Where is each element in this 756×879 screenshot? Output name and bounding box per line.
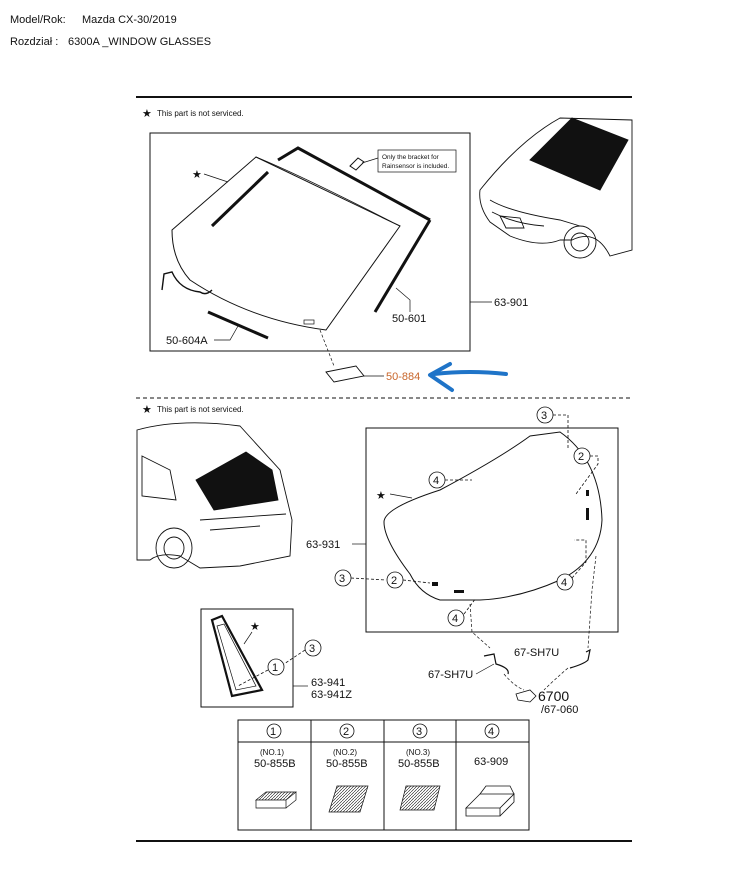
svg-text:3: 3 xyxy=(416,726,422,738)
svg-text:(NO.3): (NO.3) xyxy=(406,748,430,757)
legend-cell-4: 4 63-909 xyxy=(465,723,515,817)
svg-text:50-855B: 50-855B xyxy=(398,758,440,770)
svg-text:50-855B: 50-855B xyxy=(326,758,368,770)
label-50-884: 50-884 xyxy=(386,371,420,383)
label-67-sh7u-right: 67-SH7U xyxy=(514,647,559,659)
windshield-frame xyxy=(149,132,471,352)
windshield-glass xyxy=(171,156,401,331)
front-car-illustration xyxy=(479,117,633,259)
svg-text:3: 3 xyxy=(339,573,345,585)
label-63-901: 63-901 xyxy=(494,297,528,309)
svg-text:4: 4 xyxy=(488,726,494,738)
svg-text:(NO.1): (NO.1) xyxy=(260,748,284,757)
label-6700: 6700 xyxy=(538,688,569,704)
svg-text:2: 2 xyxy=(343,726,349,738)
rear-glass-frame xyxy=(365,427,619,633)
label-63-941z: 63-941Z xyxy=(311,689,352,701)
legend-table xyxy=(237,719,530,831)
svg-text:2: 2 xyxy=(391,575,397,587)
svg-text:1: 1 xyxy=(270,726,276,738)
molding-lower xyxy=(207,310,269,340)
model-key: Model/Rok: xyxy=(10,14,66,26)
quarter-glass xyxy=(210,614,264,698)
svg-text:3: 3 xyxy=(309,643,315,655)
star-icon: ★ xyxy=(142,108,152,120)
rear-car-illustration xyxy=(136,422,293,569)
section-value: 6300A _WINDOW GLASSES xyxy=(68,36,212,48)
svg-text:3: 3 xyxy=(541,410,547,422)
svg-text:63-909: 63-909 xyxy=(474,756,508,768)
harness-left-icon xyxy=(483,653,509,675)
sensor-wire xyxy=(161,271,213,295)
windshield-inner xyxy=(255,156,393,223)
bottom-not-serviced: This part is not serviced. xyxy=(157,405,244,414)
reference-hand-icon xyxy=(515,689,537,703)
legend-cell-2: 2 (NO.2) 50-855B xyxy=(326,723,369,813)
callout-3a xyxy=(536,406,569,448)
label-50-601: 50-601 xyxy=(392,313,426,325)
callout-4b xyxy=(556,539,587,591)
label-67-sh7u-left: 67-SH7U xyxy=(428,669,473,681)
label-63-931: 63-931 xyxy=(306,539,340,551)
svg-text:50-855B: 50-855B xyxy=(254,758,296,770)
svg-text:4: 4 xyxy=(561,577,567,589)
molding-left xyxy=(210,170,270,228)
callout-4a xyxy=(428,471,472,489)
callout-2b xyxy=(386,571,431,589)
top-not-serviced: This part is not serviced. xyxy=(157,109,244,118)
harness-right-icon xyxy=(569,648,591,669)
star-icon: ★ xyxy=(142,404,152,416)
rain-sensor-bracket xyxy=(325,365,365,383)
svg-text:4: 4 xyxy=(433,475,439,487)
molding-top xyxy=(277,146,431,222)
svg-text:2: 2 xyxy=(578,451,584,463)
label-67-060: /67-060 xyxy=(541,704,578,716)
section-key: Rozdział : xyxy=(10,36,59,48)
callout-2a xyxy=(573,447,599,495)
svg-text:Rainsensor is included.: Rainsensor is included. xyxy=(382,163,449,170)
molding-right xyxy=(373,219,432,313)
header-section: Rozdział : 6300A _WINDOW GLASSES xyxy=(10,36,310,50)
header-model: Model/Rok: Mazda CX-30/2019 xyxy=(10,14,270,28)
svg-text:(NO.2): (NO.2) xyxy=(333,748,357,757)
star-icon: ★ xyxy=(376,490,386,502)
label-50-604a: 50-604A xyxy=(166,335,208,347)
bracket-icon xyxy=(349,157,365,171)
svg-text:Only the bracket for: Only the bracket for xyxy=(382,154,440,161)
svg-text:4: 4 xyxy=(452,613,458,625)
legend-cell-3: 3 (NO.3) 50-855B xyxy=(398,723,441,811)
label-63-941: 63-941 xyxy=(311,677,345,689)
svg-text:1: 1 xyxy=(272,662,278,674)
liftgate-glass xyxy=(383,431,603,601)
highlight-arrow xyxy=(432,370,508,376)
star-icon: ★ xyxy=(250,621,260,633)
legend-cell-1: 1 (NO.1) 50-855B xyxy=(254,723,297,809)
bracket-note-box xyxy=(377,149,457,173)
callout-3b xyxy=(334,569,387,587)
star-icon: ★ xyxy=(192,169,202,181)
model-value: Mazda CX-30/2019 xyxy=(82,14,177,26)
quarter-glass-frame xyxy=(200,608,294,708)
